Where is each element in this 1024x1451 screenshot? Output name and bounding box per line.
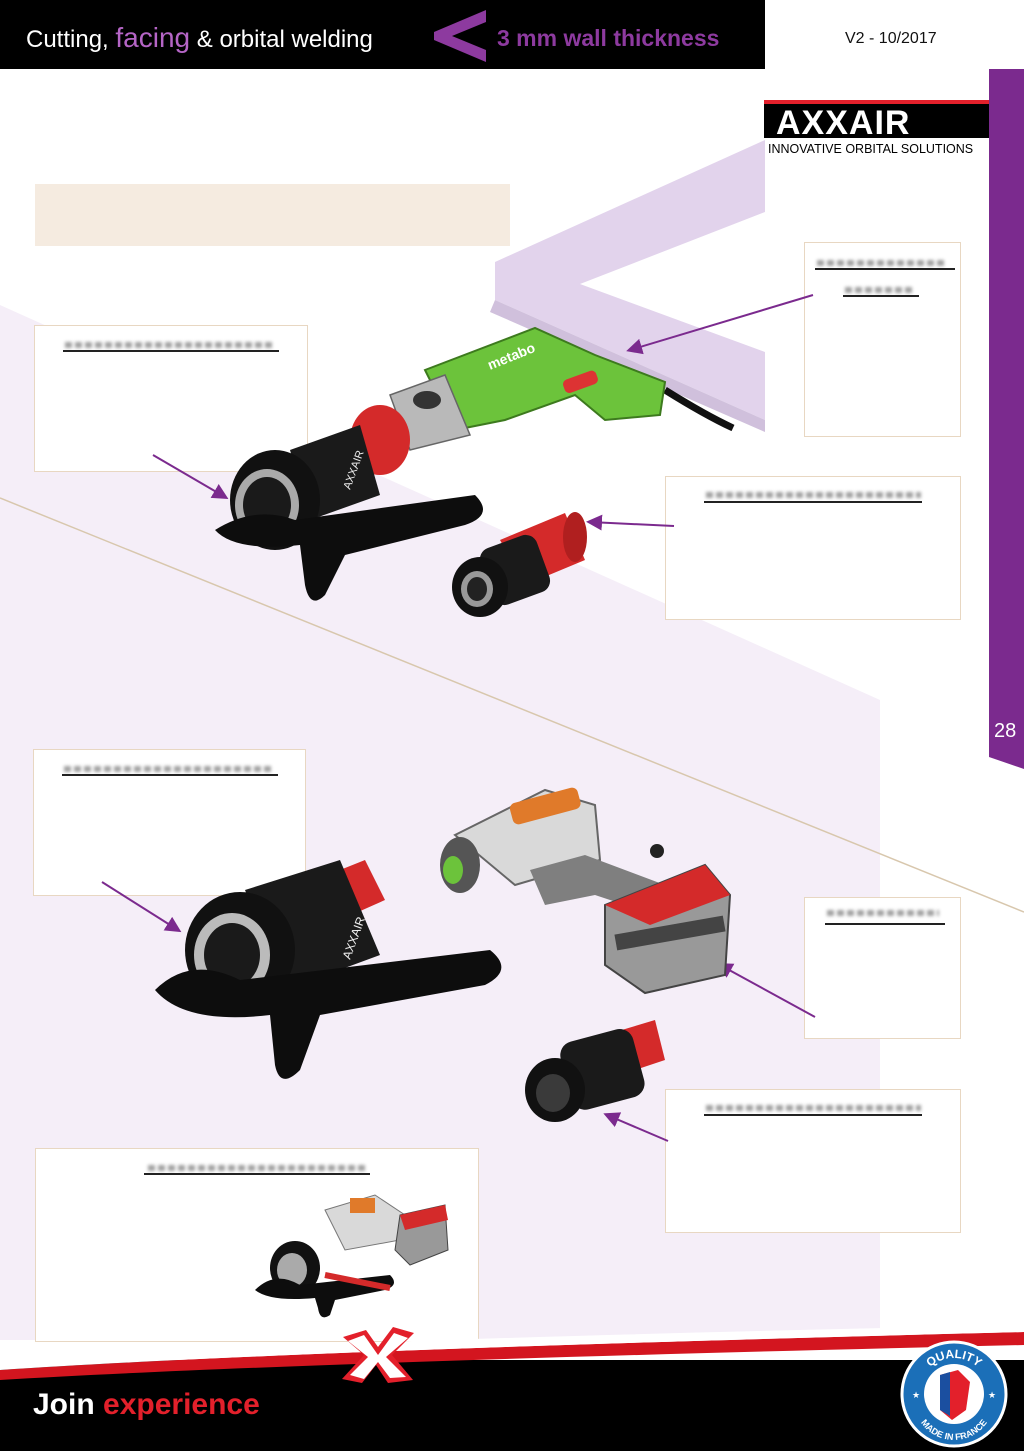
page-number: 28 xyxy=(994,720,1017,742)
info-box-top-left xyxy=(34,325,308,472)
welding-head-image: AXXAIR xyxy=(155,860,502,1079)
kit-thumbnail-image xyxy=(255,1194,449,1318)
version-label: V2 - 10/2017 xyxy=(845,30,937,47)
footer-bar xyxy=(0,1360,1024,1451)
header-title-highlight: facing xyxy=(115,22,191,53)
info-box-top-right xyxy=(804,242,961,437)
cordless-drill-image xyxy=(440,787,732,995)
quality-badge: QUALITY MADE IN FRANCE ★ ★ xyxy=(900,1340,1008,1448)
header-bar xyxy=(0,0,765,69)
logo-tagline: INNOVATIVE ORBITAL SOLUTIONS xyxy=(768,142,974,156)
star-icon: ★ xyxy=(912,1390,920,1400)
logo-name: AXXAIR xyxy=(776,104,911,142)
info-box-bottom-right xyxy=(665,1089,961,1233)
chevron-left-icon xyxy=(434,10,486,62)
small-welding-head-image xyxy=(525,1020,665,1122)
info-box-mid-left xyxy=(33,749,306,896)
info-box-middle-right xyxy=(665,476,961,620)
grinder-product-image: metabo AXXAIR xyxy=(215,326,735,601)
header-title: Cutting, facing & orbital welding xyxy=(26,22,373,53)
quality-text: QUALITY xyxy=(923,1347,984,1370)
footer-slogan: Join experience xyxy=(33,1388,260,1421)
star-icon: ★ xyxy=(988,1390,996,1400)
side-tab xyxy=(989,69,1024,769)
info-box-battery xyxy=(804,897,961,1039)
title-banner xyxy=(35,184,510,246)
small-cutting-head-image xyxy=(452,512,587,617)
x-logo-icon xyxy=(342,1327,414,1383)
wall-thickness-label: 3 mm wall thickness xyxy=(497,25,720,51)
axxair-logo xyxy=(764,100,989,138)
footer-slogan-highlight: experience xyxy=(103,1388,260,1421)
footer-red-swoosh xyxy=(0,1325,1024,1380)
svg-text:QUALITY: QUALITY xyxy=(923,1347,984,1370)
